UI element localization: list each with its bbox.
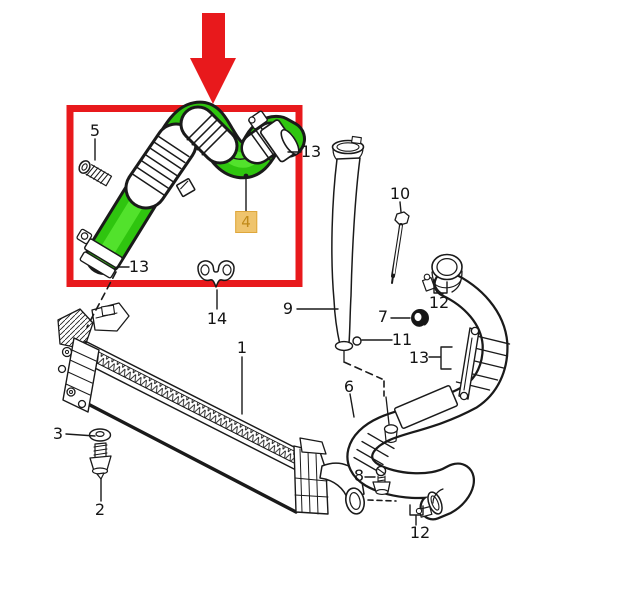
callout-13-middle-right: 13 bbox=[408, 348, 430, 367]
bracket-part14 bbox=[197, 260, 235, 288]
callout-5: 5 bbox=[89, 121, 101, 140]
rod-part10 bbox=[391, 211, 410, 284]
callout-3: 3 bbox=[52, 424, 64, 443]
callout-13-upper-right: 13 bbox=[300, 142, 322, 161]
callout-12-upper: 12 bbox=[428, 293, 450, 312]
callout-14: 14 bbox=[206, 309, 228, 328]
pin-part2 bbox=[89, 442, 112, 480]
callout-lines bbox=[65, 138, 453, 526]
callout-1: 1 bbox=[236, 338, 248, 357]
grommet-part7 bbox=[411, 309, 429, 329]
intercooler-part1 bbox=[57, 302, 366, 515]
highlighted-hose-part4 bbox=[76, 100, 306, 279]
callout-13-lower-left: 13 bbox=[128, 257, 150, 276]
screw-part8 bbox=[372, 465, 391, 495]
bolt-part5 bbox=[78, 160, 113, 187]
lower-hose-part6 bbox=[346, 253, 511, 521]
callout-12-lower: 12 bbox=[409, 523, 431, 542]
callout-11: 11 bbox=[391, 330, 413, 349]
callout-9: 9 bbox=[282, 299, 294, 318]
callout-8: 8 bbox=[353, 466, 365, 485]
callout-7: 7 bbox=[377, 307, 389, 326]
callout-10: 10 bbox=[389, 184, 411, 203]
callout-4-highlighted: 4 bbox=[235, 211, 257, 233]
washer-part3 bbox=[88, 428, 112, 442]
pipe-part9 bbox=[331, 135, 365, 352]
callout-2: 2 bbox=[94, 500, 106, 519]
stud-part11 bbox=[352, 336, 362, 346]
assembly-dashed-lines bbox=[86, 271, 397, 502]
highlight-arrow bbox=[190, 13, 236, 104]
callout-6: 6 bbox=[343, 377, 355, 396]
